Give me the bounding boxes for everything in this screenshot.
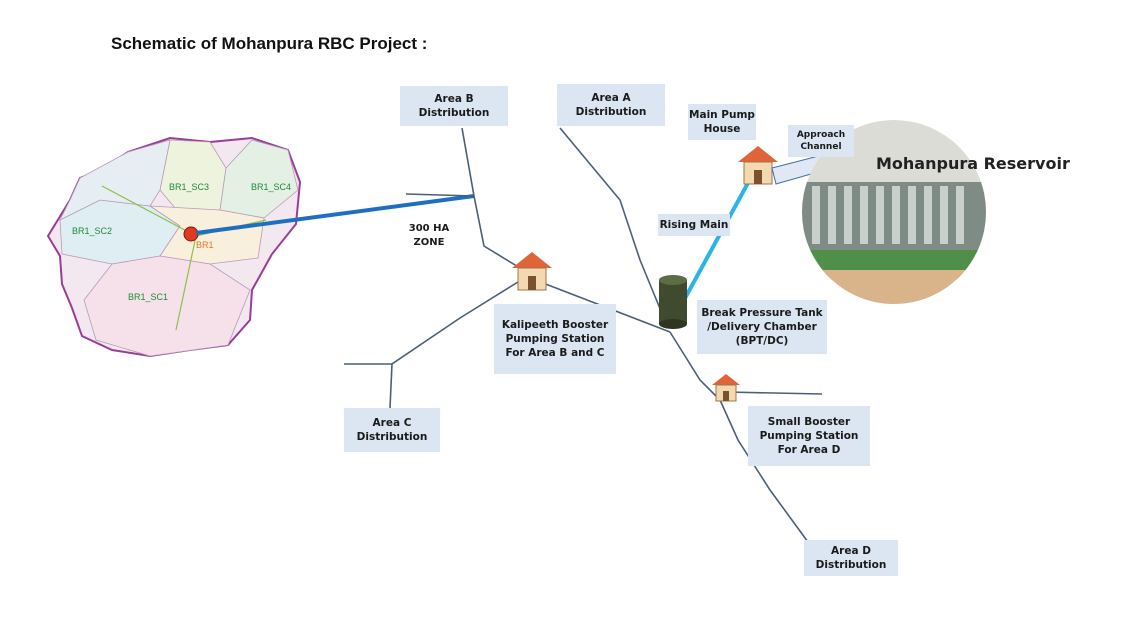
diagram-title: Schematic of Mohanpura RBC Project : — [111, 34, 428, 53]
bpt-tank — [659, 275, 687, 329]
reservoir-name: Mohanpura Reservoir — [876, 154, 1070, 173]
map-zone-br1 — [148, 205, 265, 265]
pipe-area-c — [389, 281, 519, 409]
pipe-300ha — [405, 193, 475, 197]
small-booster-box: Small Booster Pumping Station For Area D — [748, 406, 870, 466]
area-c-box: Area C Distribution — [344, 408, 440, 452]
rising-main-pipe — [682, 171, 756, 301]
pipe-area-a — [559, 127, 669, 329]
main-pump-house-label: Main Pump House — [688, 104, 756, 140]
main-pump-house-icon — [738, 146, 778, 185]
bpt-box: Break Pressure Tank /Delivery Chamber (B… — [697, 300, 827, 354]
region-map: BR1_SC3 BR1_SC4 BR1_SC2 BR1 BR1_SC1 — [46, 136, 302, 358]
area-d-box: Area D Distribution — [804, 540, 898, 576]
map-label-sc4: BR1_SC4 — [251, 182, 291, 192]
pipe-area-b — [461, 127, 521, 269]
map-zone-sc1 — [83, 255, 251, 357]
map-label-sc1: BR1_SC1 — [128, 292, 168, 302]
zone-label: 300 HA ZONE — [408, 223, 450, 248]
map-link-line — [195, 194, 475, 235]
rising-main-label: Rising Main — [658, 214, 730, 236]
map-label-br1: BR1 — [196, 240, 214, 250]
pipe-small-booster — [725, 391, 823, 395]
small-booster-house-icon — [712, 374, 740, 402]
map-canal — [101, 185, 197, 237]
kalipeeth-house-icon — [512, 252, 552, 291]
map-zone-west — [59, 139, 171, 221]
approach-channel-label: Approach Channel — [788, 125, 854, 157]
area-b-box: Area B Distribution — [400, 86, 508, 126]
kalipeeth-station-box: Kalipeeth Booster Pumping Station For Ar… — [494, 304, 616, 374]
map-label-sc2: BR1_SC2 — [72, 226, 112, 236]
map-canal — [175, 235, 197, 331]
area-a-box: Area A Distribution — [557, 84, 665, 126]
map-label-sc3: BR1_SC3 — [169, 182, 209, 192]
pipe-area-d — [669, 331, 809, 543]
